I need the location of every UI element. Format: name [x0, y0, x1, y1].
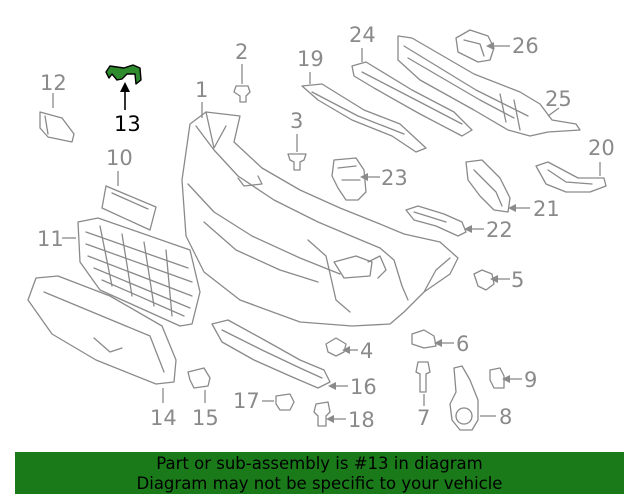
callout-17[interactable]: 17 — [233, 389, 260, 413]
part-8 — [449, 365, 479, 431]
part-19 — [301, 83, 427, 153]
part-18 — [313, 401, 331, 427]
part-2 — [233, 85, 251, 103]
callout-9[interactable]: 9 — [524, 368, 537, 392]
callout-4[interactable]: 4 — [360, 339, 373, 363]
part-10 — [101, 185, 157, 231]
callout-21[interactable]: 21 — [533, 197, 560, 221]
callout-25[interactable]: 25 — [545, 87, 572, 111]
part-24 — [351, 61, 473, 137]
part-22 — [405, 205, 467, 237]
callout-7[interactable]: 7 — [417, 406, 430, 430]
info-banner: Part or sub-assembly is #13 in diagram D… — [15, 452, 624, 494]
callout-24[interactable]: 24 — [349, 23, 376, 47]
banner-line-1: Part or sub-assembly is #13 in diagram — [156, 454, 483, 473]
part-17 — [275, 393, 295, 411]
callout-13[interactable]: 13 — [114, 112, 141, 136]
callout-26[interactable]: 26 — [512, 34, 539, 58]
callout-16[interactable]: 16 — [350, 375, 377, 399]
part-5 — [473, 269, 495, 291]
part-9 — [489, 367, 505, 389]
callout-15[interactable]: 15 — [192, 406, 219, 430]
part-26 — [455, 29, 495, 63]
callout-8[interactable]: 8 — [499, 405, 512, 429]
part-12 — [39, 111, 75, 143]
part-14 — [27, 275, 177, 385]
part-13[interactable] — [105, 64, 142, 85]
part-23 — [331, 157, 367, 201]
callout-18[interactable]: 18 — [348, 408, 375, 432]
part-6 — [411, 329, 437, 349]
part-4 — [325, 337, 347, 357]
callout-20[interactable]: 20 — [588, 136, 615, 160]
part-25 — [397, 35, 581, 137]
callout-14[interactable]: 14 — [150, 406, 177, 430]
part-16 — [211, 319, 331, 389]
callout-23[interactable]: 23 — [381, 166, 408, 190]
callout-11[interactable]: 11 — [37, 227, 64, 251]
callout-6[interactable]: 6 — [456, 332, 469, 356]
parts-diagram: 12 13 10 11 14 15 — [27, 23, 615, 432]
callout-22[interactable]: 22 — [486, 218, 513, 242]
part-15 — [187, 367, 211, 389]
callout-3[interactable]: 3 — [290, 109, 303, 133]
part-3 — [287, 153, 307, 171]
part-1 — [181, 111, 459, 327]
callout-19[interactable]: 19 — [297, 47, 324, 71]
banner-line-2: Diagram may not be specific to your vehi… — [136, 474, 503, 493]
callout-2[interactable]: 2 — [235, 40, 248, 64]
callout-1[interactable]: 1 — [195, 78, 208, 102]
callout-5[interactable]: 5 — [511, 268, 524, 292]
callout-10[interactable]: 10 — [106, 146, 133, 170]
callout-12[interactable]: 12 — [40, 71, 67, 95]
part-21 — [465, 159, 511, 213]
part-20 — [535, 161, 607, 193]
part-7 — [415, 361, 431, 393]
part-11 — [77, 217, 201, 327]
